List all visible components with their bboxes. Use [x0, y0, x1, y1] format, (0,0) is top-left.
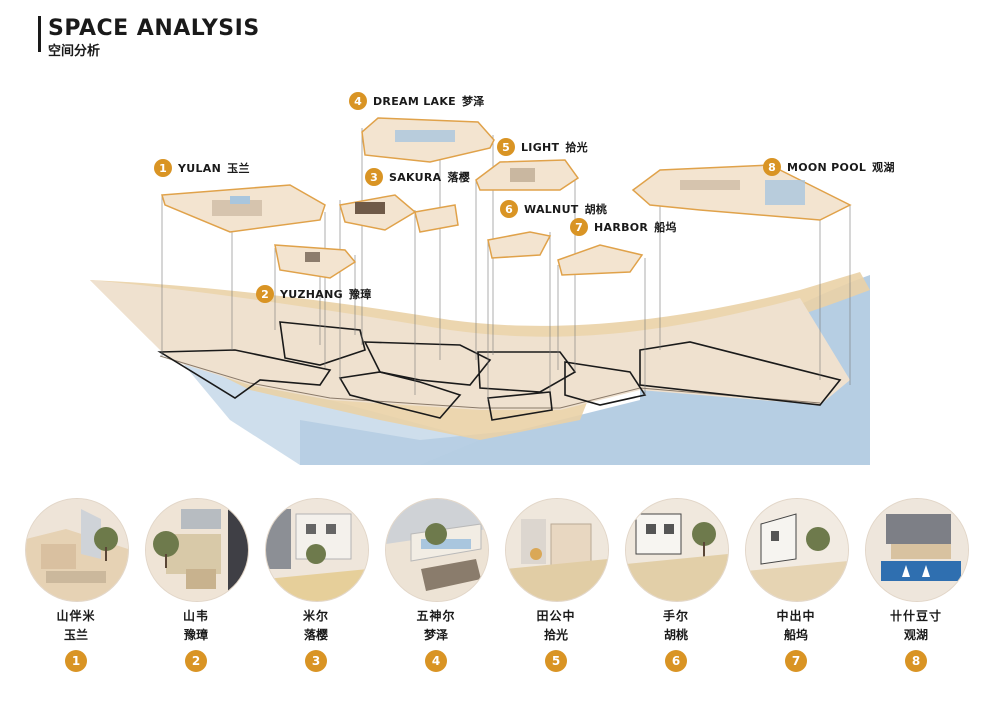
- callout-moon-pool: 8 MOON POOL 观湖: [763, 158, 895, 176]
- vignette-moon-pool: [865, 498, 969, 602]
- callout-number: 2: [256, 285, 274, 303]
- plate-moon-pool: [631, 164, 852, 221]
- page-title: SPACE ANALYSIS: [48, 16, 260, 41]
- plate-walnut: [487, 231, 552, 259]
- vignette-number-badge: 3: [305, 650, 327, 672]
- callout-name-cn: 观湖: [872, 161, 895, 174]
- callout-name-cn: 梦泽: [461, 95, 485, 108]
- vignette-glyph: 山伴米: [56, 609, 96, 623]
- vignette-number-badge: 1: [65, 650, 87, 672]
- vignette-name-cn: 拾光: [543, 628, 568, 642]
- plate-harbor: [557, 244, 644, 276]
- vignette-name-cn: 观湖: [903, 628, 928, 642]
- callout-name-en: YULAN: [178, 161, 222, 175]
- water-area: [300, 275, 870, 465]
- callout-light: 5 LIGHT 拾光: [497, 138, 588, 156]
- callout-name-cn: 船坞: [654, 221, 677, 234]
- callout-number: 1: [154, 159, 172, 177]
- vignette-glyph: 手尔: [662, 609, 689, 623]
- vignette-name-cn: 船坞: [783, 628, 808, 642]
- callout-name-en: HARBOR: [594, 220, 649, 234]
- callout-name-cn: 拾光: [565, 141, 588, 154]
- callout-name-cn: 胡桃: [584, 203, 608, 216]
- callout-name-en: LIGHT: [521, 140, 560, 154]
- vignette-dream-lake: [385, 498, 489, 602]
- vignette-name-cn: 玉兰: [63, 628, 88, 642]
- callout-walnut: 6 WALNUT 胡桃: [500, 200, 607, 218]
- vignette-name-cn: 梦泽: [423, 628, 448, 642]
- vignette-light: [505, 498, 609, 602]
- callout-yulan: 1 YULAN 玉兰: [154, 159, 250, 177]
- callout-number: 4: [349, 92, 367, 110]
- vignette-name-cn: 胡桃: [663, 628, 688, 642]
- vignette-glyph: 山韦: [182, 609, 209, 623]
- callout-name-en: YUZHANG: [280, 287, 343, 301]
- callout-name-en: SAKURA: [389, 170, 442, 184]
- callout-name-cn: 豫璋: [348, 288, 372, 301]
- callout-number: 5: [497, 138, 515, 156]
- vignette-glyph: 中出中: [776, 609, 816, 623]
- callout-name-en: WALNUT: [524, 202, 579, 216]
- vignette-walnut: [625, 498, 729, 602]
- callout-name-en: DREAM LAKE: [373, 94, 456, 108]
- vignette-glyph: 米尔: [302, 609, 329, 623]
- callout-name-en: MOON POOL: [787, 160, 867, 174]
- callout-harbor: 7 HARBOR 船坞: [570, 218, 677, 236]
- callout-yuzhang: 2 YUZHANG 豫璋: [256, 285, 372, 303]
- axonometric-diagram: [90, 117, 870, 465]
- vignette-glyph: 田公中: [536, 609, 576, 623]
- page-subtitle: 空间分析: [48, 44, 101, 59]
- callout-number: 8: [763, 158, 781, 176]
- vignette-name-cn: 豫璋: [183, 628, 208, 642]
- callout-name-cn: 玉兰: [227, 162, 250, 175]
- vignette-harbor: [745, 498, 849, 602]
- floating-plates: [161, 117, 852, 279]
- callout-number: 3: [365, 168, 383, 186]
- title-accent-bar: [38, 16, 41, 52]
- vignette-number-badge: 4: [425, 650, 447, 672]
- vignette-number-badge: 7: [785, 650, 807, 672]
- callout-number: 6: [500, 200, 518, 218]
- callout-dream-lake: 4 DREAM LAKE 梦泽: [349, 92, 485, 110]
- vignette-name-cn: 落樱: [303, 628, 328, 642]
- vignette-glyph: 卄什豆寸: [889, 609, 942, 623]
- floor-outlines: [157, 321, 842, 421]
- vignette-sakura: [265, 498, 369, 602]
- vignette-yuzhang: [145, 498, 249, 602]
- vignette-number-badge: 8: [905, 650, 927, 672]
- vignette-number-badge: 6: [665, 650, 687, 672]
- vignette-number-badge: 5: [545, 650, 567, 672]
- vignette-yulan: [25, 498, 129, 602]
- vignette-glyph: 五神尔: [416, 609, 456, 623]
- callout-number: 7: [570, 218, 588, 236]
- callout-name-cn: 落樱: [447, 171, 471, 184]
- vignette-number-badge: 2: [185, 650, 207, 672]
- terrace-platform: [90, 280, 850, 410]
- callout-sakura: 3 SAKURA 落樱: [365, 168, 470, 186]
